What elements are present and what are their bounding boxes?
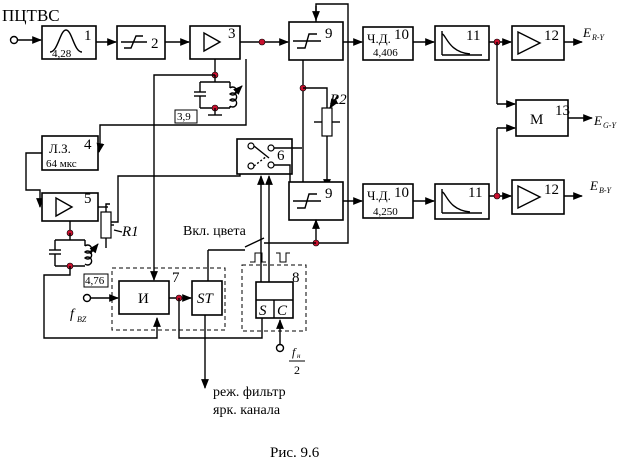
svg-text:4,76: 4,76 [85,275,105,287]
figure-caption: Рис. 9.6 [270,445,320,461]
block-13-matrix: М 13 [515,99,570,137]
svg-text:B-Y: B-Y [599,186,613,195]
fbz-label: f [70,307,76,322]
tank-circuit-3-9: 3,9 [174,59,243,124]
fbz-input-terminal [82,293,92,303]
output-e-b-y: E [589,178,598,193]
block-4-delay-line: Л.З. 4 64 мкс [41,135,99,171]
pulse-icon-1 [250,252,266,263]
block-10-upper-frequency-detector: Ч.Д. 10 4,406 [362,26,414,61]
block-11-lower-lowpass: 11 [434,183,490,220]
svg-text:R-Y: R-Y [591,33,606,42]
svg-text:ST: ST [197,291,215,307]
svg-text:4,28: 4,28 [52,48,72,60]
amplifier-triangle-icon [203,31,222,53]
svg-text:8: 8 [292,270,300,286]
trigger: S C [255,281,294,319]
block-12-upper-amplifier: 12 [511,25,565,61]
block-2-limiter: 2 [116,25,166,60]
block-9-upper-limiter: 9 [288,21,344,61]
svg-text:И: И [138,291,149,307]
svg-text:Ч.Д.: Ч.Д. [367,188,391,203]
fh-input-terminal [275,343,285,353]
svg-text:10: 10 [394,27,409,43]
block-3-amplifier: 3 [189,25,241,60]
svg-text:9: 9 [325,186,333,202]
and-gate: И [118,280,170,315]
svg-text:4,250: 4,250 [373,206,398,218]
block-9-lower-limiter: 9 [288,181,344,221]
block-10-lower-frequency-detector: Ч.Д. 10 4,250 [362,183,414,219]
limiter-curve-icon [124,35,143,49]
schmitt-trigger: ST [191,280,223,316]
svg-text:S: S [259,303,267,319]
svg-text:11: 11 [466,28,480,44]
block-6-electronic-switch: 6 [236,138,293,175]
svg-text:2: 2 [294,363,300,377]
resistor-r2 [314,104,340,146]
svg-text:10: 10 [394,185,409,201]
resistor-r1 [100,211,112,239]
svg-text:Л.З.: Л.З. [49,141,71,156]
pulse-icon-2 [276,252,290,263]
svg-text:2: 2 [151,36,159,52]
svg-text:3,9: 3,9 [177,111,191,123]
svg-text:C: C [277,303,288,319]
output-e-r-y: E [582,25,591,40]
filter-note-line1: реж. фильтр [213,385,286,400]
svg-text:64 мкс: 64 мкс [46,158,77,170]
svg-text:12: 12 [544,182,559,198]
bandpass-curve-icon [49,29,83,53]
svg-text:9: 9 [325,26,333,42]
filter-note-line2: ярк. канала [213,403,281,418]
block-12-lower-amplifier: 12 [511,179,565,215]
output-e-g-y: E [593,113,602,128]
svg-text:11: 11 [468,185,482,201]
tank-circuit-4-76: 4,76 [49,221,109,288]
svg-text:7: 7 [172,270,180,286]
fh-label: f [292,345,297,359]
input-terminal [9,35,19,45]
block-1-bandpass-filter: 1 4,28 [41,25,97,60]
svg-text:Ч.Д.: Ч.Д. [367,31,391,46]
color-enable-label: Вкл. цвета [183,224,247,239]
svg-text:4: 4 [84,137,92,153]
svg-text:н: н [297,352,301,360]
diagram-title: ПЦТВС [2,6,60,25]
svg-text:3: 3 [228,26,236,42]
block-5-amplifier: 5 [41,191,99,222]
svg-text:4,406: 4,406 [373,47,398,59]
svg-text:12: 12 [544,28,559,44]
svg-text:BZ: BZ [77,315,87,324]
svg-text:5: 5 [84,191,92,207]
svg-text:М: М [530,112,543,128]
block-11-upper-lowpass: 11 [434,25,490,61]
svg-text:1: 1 [84,28,92,44]
r1-label: R1 [121,224,139,240]
block-8-group [241,264,307,332]
svg-text:6: 6 [277,148,285,164]
svg-text:G-Y: G-Y [603,121,617,130]
svg-text:13: 13 [555,103,570,119]
